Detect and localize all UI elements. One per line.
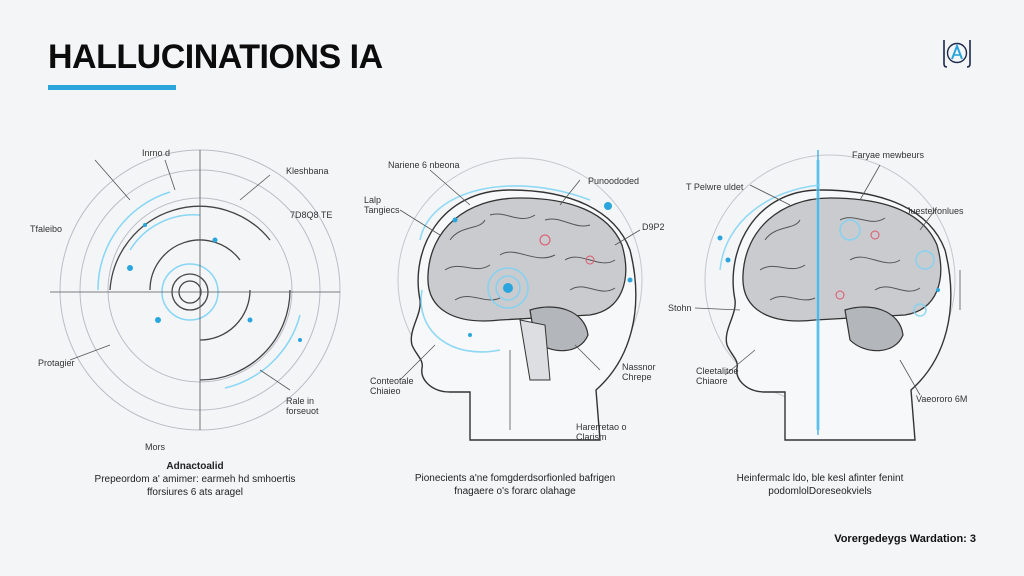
panel3-label-right-top: Juestelfonlues [906, 206, 964, 216]
panel2-label-top-left: Nariene 6 nbeona [388, 160, 460, 170]
page-title: HALLUCINATIONS IA [48, 38, 383, 76]
brain-split-diagram [694, 150, 961, 441]
panel2-label-left: Lalp Tangiecs [364, 195, 400, 215]
panel1-label-right-top: Kleshbana [286, 166, 329, 176]
circular-schematic-diagram [50, 149, 341, 431]
panel1-label-top: Inrno d [142, 148, 171, 158]
panel1-label-right-mid: 7D8Q8 TE [290, 210, 333, 220]
panel1-label-left-bottom: Protagier [38, 358, 75, 368]
panel-circular-schematic: Inrno d Kleshbana Tfaleibo 7D8Q8 TE Prot… [30, 130, 350, 452]
panel2-label-top-right: Punoododed [588, 176, 640, 186]
panel-brain-profile: Nariene 6 nbeona Punoododed Lalp Tangiec… [360, 130, 670, 450]
brain-profile-diagram [397, 157, 643, 441]
panel3-label-left-bottom: Cleetalitoe Chiaore [696, 366, 739, 386]
panel3-label-top-right: Faryae mewbeurs [852, 150, 925, 160]
panel1-caption: Adnactoalid Prepeordom a' amimer: earmeh… [80, 460, 310, 499]
panel2-label-right-bottom: Nassnor Chrepe [622, 362, 656, 382]
title-underline [48, 85, 176, 90]
panel3-label-right-bottom: Vaeororo 6M [916, 394, 968, 404]
panel2-label-right: D9P2 [642, 222, 665, 232]
panel-brain-split: T Pelwre uldet Faryae mewbeurs Juestelfo… [668, 130, 980, 450]
panel1-caption-head: Adnactoalid [166, 461, 224, 472]
panel1-label-bottom: Mors [145, 442, 165, 452]
panel3-label-left: Stohn [668, 303, 692, 313]
panel3-label-top-left: T Pelwre uldet [686, 182, 744, 192]
a-triangle-logo-icon [943, 40, 971, 68]
panel2-caption: Pionecients a'ne fomgderdsorfionled bafr… [385, 472, 645, 498]
panel1-label-left: Tfaleibo [30, 224, 63, 234]
footer-version: Vorergedeygs Wardation: 3 [834, 533, 976, 545]
panel2-caption-body: Pionecients a'ne fomgderdsorfionled bafr… [414, 473, 616, 497]
panel1-caption-body: Prepeordom a' amimer: earmeh hd smhoerti… [94, 474, 296, 498]
panel2-label-left-bottom: Conteotale Chiaieo [370, 376, 414, 396]
panel3-caption-body: Heinfermalc ldo, ble kesl afinter fenint… [736, 473, 904, 497]
panel1-label-right-bottom: Rale in forseuot [286, 396, 319, 416]
panel2-label-bottom: Harerretao o Clarism [576, 422, 627, 442]
panel3-caption: Heinfermalc ldo, ble kesl afinter fenint… [700, 472, 940, 498]
